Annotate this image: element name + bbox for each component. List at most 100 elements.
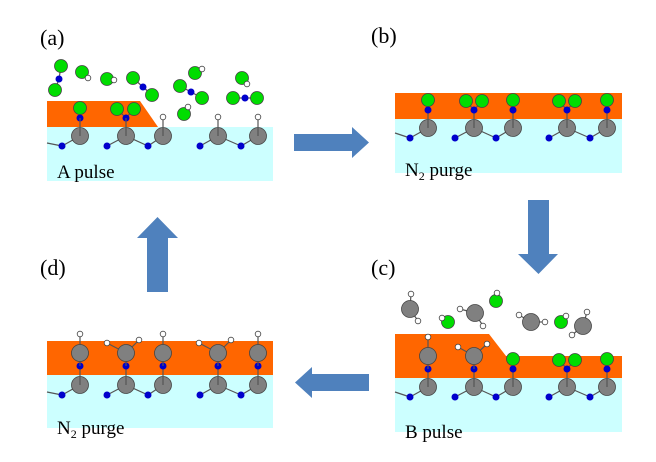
hydrogen-atom	[454, 343, 462, 351]
bridge-atom	[451, 393, 459, 401]
ligand-atom	[554, 315, 568, 329]
bridge-atom	[187, 88, 195, 96]
ligand-atom	[250, 91, 264, 105]
bridge-atom	[509, 365, 517, 373]
bridge-atom	[603, 106, 611, 114]
metal-atom	[249, 344, 267, 362]
panel-d-purge: (d) N2 purge	[40, 255, 273, 441]
molecules	[46, 330, 267, 399]
ligand-atom	[552, 94, 566, 108]
bridge-atom	[603, 365, 611, 373]
arrow-left-icon	[295, 367, 369, 398]
ligand-atom	[195, 91, 209, 105]
metal-atom	[209, 344, 227, 362]
ligand-atom	[145, 88, 159, 102]
hydrogen-atom	[195, 339, 203, 347]
hydrogen-atom	[184, 103, 192, 111]
bridge-atom	[58, 391, 66, 399]
bridge-atom	[563, 106, 571, 114]
ligand-atom	[73, 101, 87, 115]
bridge-atom	[58, 142, 66, 150]
ligand-atom	[600, 352, 614, 366]
bridge-atom	[586, 134, 594, 142]
ligand-atom	[126, 71, 140, 85]
hydrogen-atom	[198, 65, 206, 73]
hydrogen-atom	[515, 311, 523, 319]
molecules	[394, 93, 616, 142]
bridge-atom	[545, 134, 553, 142]
bridge-atom	[139, 83, 147, 91]
bridge-atom	[144, 391, 152, 399]
hydrogen-atom	[479, 322, 487, 330]
hydrogen-atom	[103, 339, 111, 347]
bridge-atom	[55, 75, 63, 83]
panel-a-pulse: (a) A pulse	[40, 25, 273, 183]
ligand-atom	[54, 59, 68, 73]
bridge-atom	[492, 393, 500, 401]
metal-atom	[117, 344, 135, 362]
bridge-atom	[470, 106, 478, 114]
bridge-atom	[545, 393, 553, 401]
hydrogen-atom	[159, 330, 167, 338]
ligand-atom	[600, 93, 614, 107]
ligand-atom	[506, 93, 520, 107]
panel-caption: B pulse	[405, 422, 463, 443]
ligand-atom	[177, 107, 191, 121]
ligand-atom	[173, 79, 187, 93]
ligand-atom	[226, 91, 240, 105]
ligand-atom	[459, 94, 473, 108]
panel-label: (b)	[371, 23, 397, 48]
bridge-atom	[196, 142, 204, 150]
ligand-atom	[75, 65, 89, 79]
panel-caption: N2 purge	[405, 160, 472, 183]
hydrogen-atom	[243, 80, 251, 88]
panel-caption: A pulse	[57, 162, 115, 183]
metal-atom	[154, 344, 172, 362]
metal-atom	[466, 304, 484, 322]
ligand-atom	[235, 71, 249, 85]
hydrogen-atom	[159, 113, 167, 121]
hydrogen-atom	[254, 330, 262, 338]
hydrogen-atom	[254, 113, 262, 121]
hydrogen-atom	[493, 289, 501, 297]
hydrogen-atom	[227, 336, 235, 344]
hydrogen-atom	[562, 312, 570, 320]
panel-caption: N2 purge	[57, 418, 124, 441]
bridge-atom	[103, 391, 111, 399]
bridge-atom	[406, 134, 414, 142]
bridge-atom	[237, 391, 245, 399]
metal-atom	[574, 317, 592, 335]
ligand-atom	[127, 102, 141, 116]
arrow-down-icon	[518, 200, 558, 274]
ligand-atom	[489, 294, 503, 308]
panel-c-pulse: (c) B pulse	[371, 255, 622, 443]
panel-label: (a)	[40, 25, 64, 50]
metal-atom	[71, 344, 89, 362]
bridge-atom	[451, 134, 459, 142]
bridge-atom	[237, 142, 245, 150]
film-layer	[47, 101, 158, 127]
ligand-atom	[188, 66, 202, 80]
hydrogen-atom	[483, 340, 491, 348]
hydrogen-atom	[568, 331, 576, 339]
metal-atom	[465, 347, 483, 365]
hydrogen-atom	[424, 333, 432, 341]
panel-label: (d)	[40, 255, 66, 280]
ligand-atom	[48, 83, 62, 97]
hydrogen-atom	[414, 317, 422, 325]
hydrogen-atom	[407, 290, 415, 298]
bridge-atom	[586, 393, 594, 401]
bridge-atom	[509, 106, 517, 114]
ligand-atom	[568, 94, 582, 108]
bridge-atom	[406, 393, 414, 401]
panel-label: (c)	[371, 255, 395, 280]
hydrogen-atom	[541, 318, 549, 326]
ligand-atom	[552, 353, 566, 367]
ligand-atom	[110, 102, 124, 116]
arrow-right-icon	[294, 127, 369, 158]
ligand-atom	[421, 93, 435, 107]
arrow-up-icon	[137, 217, 178, 292]
bridge-atom	[103, 142, 111, 150]
bridge-atom	[492, 134, 500, 142]
